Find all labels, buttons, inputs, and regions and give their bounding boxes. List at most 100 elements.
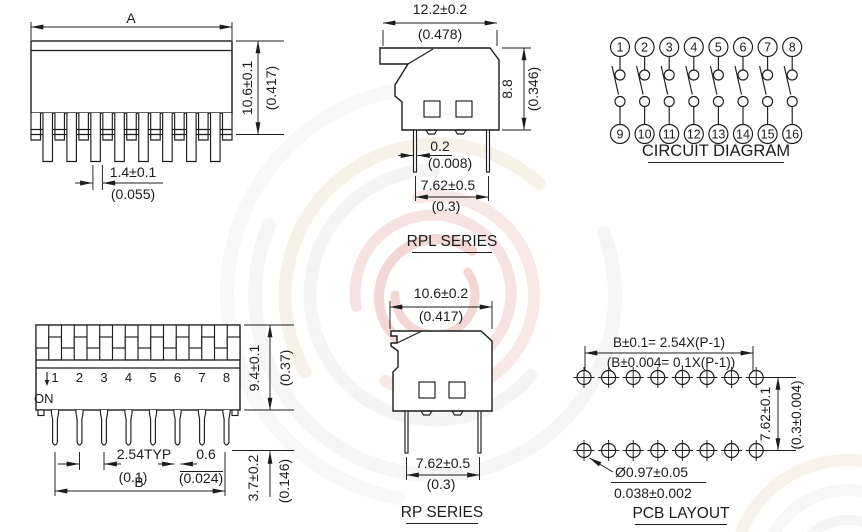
dim-rpl-pin-thickness-in: (0.008)	[428, 155, 472, 171]
on-direction-arrow-icon	[44, 380, 50, 386]
terminal-number-bottom: 11	[663, 128, 676, 142]
pcb-hole-diameter-mm: Ø0.97±0.05	[615, 464, 688, 480]
top-view-pin-near	[66, 113, 77, 163]
terminal-circle-bottom	[757, 123, 778, 145]
top-view-pin-far	[174, 113, 185, 141]
terminal-number-top: 5	[715, 41, 722, 55]
terminal-number-top: 3	[666, 41, 673, 55]
actuator-knob-up	[60, 324, 75, 349]
rpl-pin-left	[412, 129, 418, 173]
dim-rp-width-in: (0.417)	[419, 308, 463, 324]
actuator-knob-down	[48, 336, 63, 361]
dim-pin-length-mm: 3.7±0.2	[245, 454, 261, 501]
pcb-pad	[622, 367, 644, 388]
switch-number: 5	[149, 370, 156, 385]
contact-circle-upper	[737, 69, 749, 81]
actuator-knob-up	[35, 324, 50, 349]
watermark-logo	[219, 80, 862, 532]
terminal-number-bottom: 9	[617, 128, 624, 142]
contact-circle-upper	[663, 69, 675, 81]
dim-rpl-pin-thickness-mm: 0.2	[430, 138, 450, 154]
switch-blade-line	[759, 65, 767, 95]
dim-rpl-width-in: (0.478)	[418, 26, 462, 42]
dim-rp-pin-spacing-mm: 7.62±0.5	[416, 455, 471, 471]
terminal-number-bottom: 14	[736, 128, 750, 142]
contact-circle-upper	[639, 69, 651, 81]
circuit-column: 19	[609, 36, 631, 145]
circuit-column: 513	[708, 36, 729, 145]
pcb-span-formula-mm: B±0.1= 2.54X(P-1)	[613, 335, 725, 350]
actuator-knob-down	[124, 336, 139, 361]
dim-length-label: A	[126, 10, 136, 26]
pcb-pad	[671, 367, 693, 388]
actuator-knob-up	[137, 324, 152, 349]
pcb-pad	[573, 367, 595, 388]
actuator-knob-up	[111, 324, 126, 349]
top-view-pin-near	[114, 113, 125, 163]
dim-rpl-pin-spacing-in: (0.3)	[432, 198, 461, 214]
contact-circle-lower	[639, 95, 651, 108]
terminal-number-top: 1	[617, 41, 624, 55]
terminal-number-bottom: 12	[687, 128, 701, 142]
top-view-pin-far	[30, 113, 42, 141]
switch-blade-line	[685, 65, 693, 95]
switch-number: 3	[100, 370, 107, 385]
rp-series-title: RP SERIES	[401, 504, 483, 521]
rpl-side-view-drawing: 12.2±0.2 (0.478) 8.8 (0.346) 0.2 (0.008)…	[379, 1, 541, 253]
actuator-knob-up	[162, 324, 177, 349]
terminal-number-top: 7	[764, 41, 771, 55]
front-view-pins	[50, 410, 231, 446]
circuit-column: 4 12	[683, 36, 704, 145]
contact-circle-lower	[663, 95, 675, 108]
contact-circle-lower	[762, 95, 774, 108]
top-view-pin-far	[102, 113, 113, 141]
on-label: ON	[34, 391, 54, 406]
terminal-number-top: 4	[690, 41, 697, 55]
dim-span-label: B	[134, 474, 143, 490]
dim-rp-width-mm: 10.6±0.2	[414, 285, 469, 301]
dim-rpl-height-in: (0.346)	[525, 67, 541, 111]
pcb-pad	[696, 367, 718, 388]
circuit-column: 614	[732, 36, 754, 145]
terminal-number-top: 2	[641, 41, 648, 55]
front-view-pin	[148, 410, 158, 446]
dim-rpl-pin-spacing-mm: 7.62±0.5	[421, 177, 476, 193]
top-view-pin-far	[221, 113, 233, 141]
dim-rpl-width-mm: 12.2±0.2	[413, 1, 468, 17]
top-view-drawing: A 10.6±0.1 (0.417) 1.4±0.1 (0.055)	[30, 10, 284, 202]
rpl-series-title: RPL SERIES	[407, 233, 498, 250]
contact-circle-lower	[786, 95, 798, 108]
front-view-pin	[197, 410, 207, 446]
contact-circle-lower	[712, 95, 724, 108]
actuator-knob-down	[226, 336, 241, 361]
dim-rpl-height-mm: 8.8	[499, 79, 515, 99]
contact-circle-lower	[614, 95, 626, 108]
switch-body-outline	[30, 40, 233, 114]
terminal-circle-bottom	[659, 123, 680, 145]
front-view-pin	[124, 410, 133, 446]
front-view-pin	[99, 410, 109, 446]
switch-blade-line	[611, 65, 620, 95]
rpl-body-outline	[379, 47, 500, 131]
contact-circle-upper	[786, 69, 798, 81]
rp-side-view-drawing: 10.6±0.2 (0.417) 7.62±0.5 (0.3) RP SERIE…	[389, 285, 493, 524]
terminal-circle-bottom	[634, 123, 655, 145]
top-view-pin-near	[186, 113, 197, 163]
actuator-knob-up	[86, 324, 101, 349]
circuit-column: 816	[782, 36, 803, 145]
dim-pin-width-in: (0.055)	[111, 186, 155, 202]
pcb-row-spacing-mm: 7.62±0.1	[757, 387, 773, 442]
actuator-knob-down	[150, 336, 165, 361]
dim-pin-length-in: (0.146)	[276, 459, 292, 503]
pcb-pad	[622, 440, 644, 461]
front-foot-right	[231, 409, 239, 417]
switch-number: 4	[125, 370, 132, 385]
switch-blade-line	[660, 65, 669, 95]
actuator-knob-down	[99, 336, 114, 361]
terminal-number-bottom: 15	[761, 128, 775, 142]
circuit-column: 7 15	[757, 36, 778, 145]
dim-front-pin-width-mm: 0.6	[196, 446, 216, 462]
